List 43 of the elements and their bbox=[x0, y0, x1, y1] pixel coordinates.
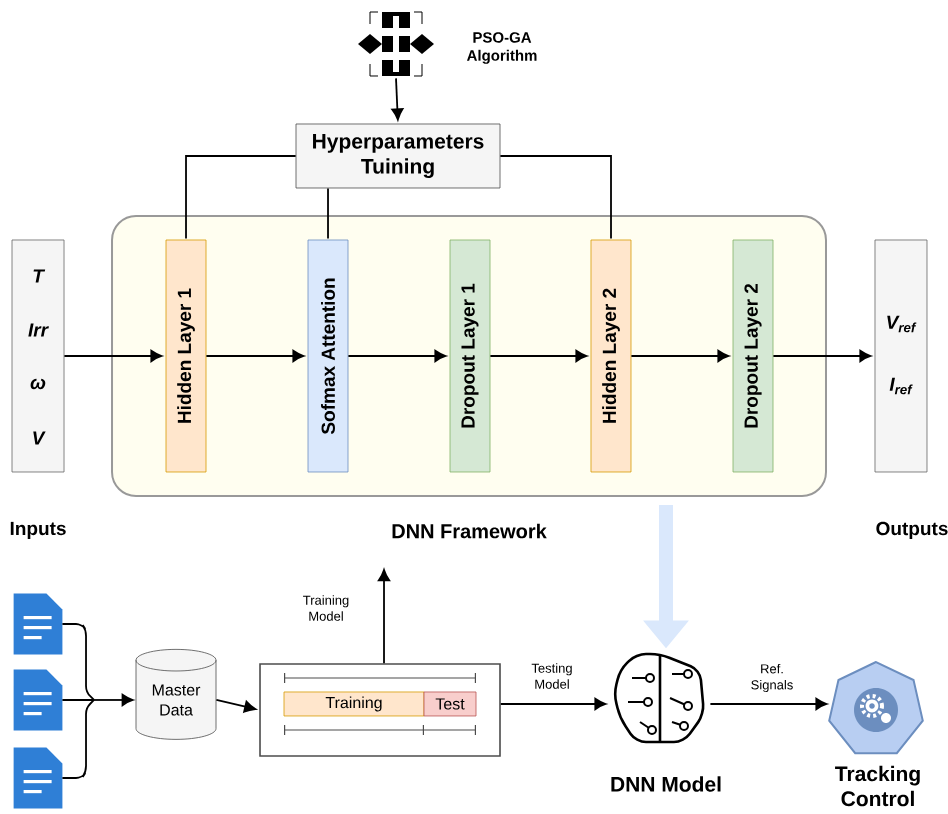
arrow bbox=[499, 697, 607, 711]
arrow bbox=[377, 569, 391, 665]
brace-line bbox=[61, 623, 95, 701]
arrow bbox=[205, 349, 305, 363]
arrow bbox=[630, 349, 730, 363]
arrow bbox=[391, 77, 404, 121]
layer-box: Sofmax Attention bbox=[307, 239, 349, 473]
variable-label: V$_{ref}$ bbox=[887, 315, 917, 333]
database-cylinder: Master Data bbox=[135, 649, 217, 740]
arrow bbox=[489, 349, 588, 363]
data-split-bar: Test bbox=[423, 691, 477, 717]
icon-caption: Tracking Control bbox=[835, 765, 920, 807]
icon-caption: DNN Model bbox=[611, 776, 721, 792]
arrow bbox=[93, 693, 134, 707]
process-box: Hyperparameters Tuining bbox=[295, 123, 501, 189]
column-heading: Inputs bbox=[10, 521, 66, 539]
connector-line bbox=[185, 155, 297, 240]
arrow bbox=[63, 349, 163, 363]
document-icon bbox=[13, 593, 63, 655]
layer-box: Dropout Layer 2 bbox=[732, 239, 774, 473]
brace-line bbox=[61, 699, 95, 779]
layer-box: Hidden Layer 1 bbox=[165, 239, 207, 473]
arrow bbox=[215, 699, 257, 713]
variable-label: I$_{ref}$ bbox=[889, 377, 913, 395]
variable-label: ω bbox=[30, 378, 46, 390]
layer-box: Dropout Layer 1 bbox=[449, 239, 491, 473]
layer-box: Hidden Layer 2 bbox=[590, 239, 632, 473]
brace-line bbox=[61, 699, 95, 701]
data-split-bar: Training bbox=[283, 691, 425, 717]
document-icon bbox=[13, 747, 63, 809]
arrow bbox=[772, 349, 872, 363]
variable-label: T bbox=[33, 269, 46, 283]
connector-line bbox=[327, 187, 329, 240]
variable-label: V bbox=[33, 431, 46, 445]
arrow bbox=[709, 697, 828, 711]
panel-heading: DNN Framework bbox=[392, 523, 547, 539]
algorithm-icon bbox=[358, 11, 434, 77]
column-heading: Outputs bbox=[876, 521, 948, 539]
variable-label: Irr bbox=[28, 323, 49, 337]
arrow bbox=[347, 349, 447, 363]
brain-icon bbox=[614, 652, 705, 744]
connector-line bbox=[499, 155, 612, 240]
document-icon bbox=[13, 669, 63, 731]
